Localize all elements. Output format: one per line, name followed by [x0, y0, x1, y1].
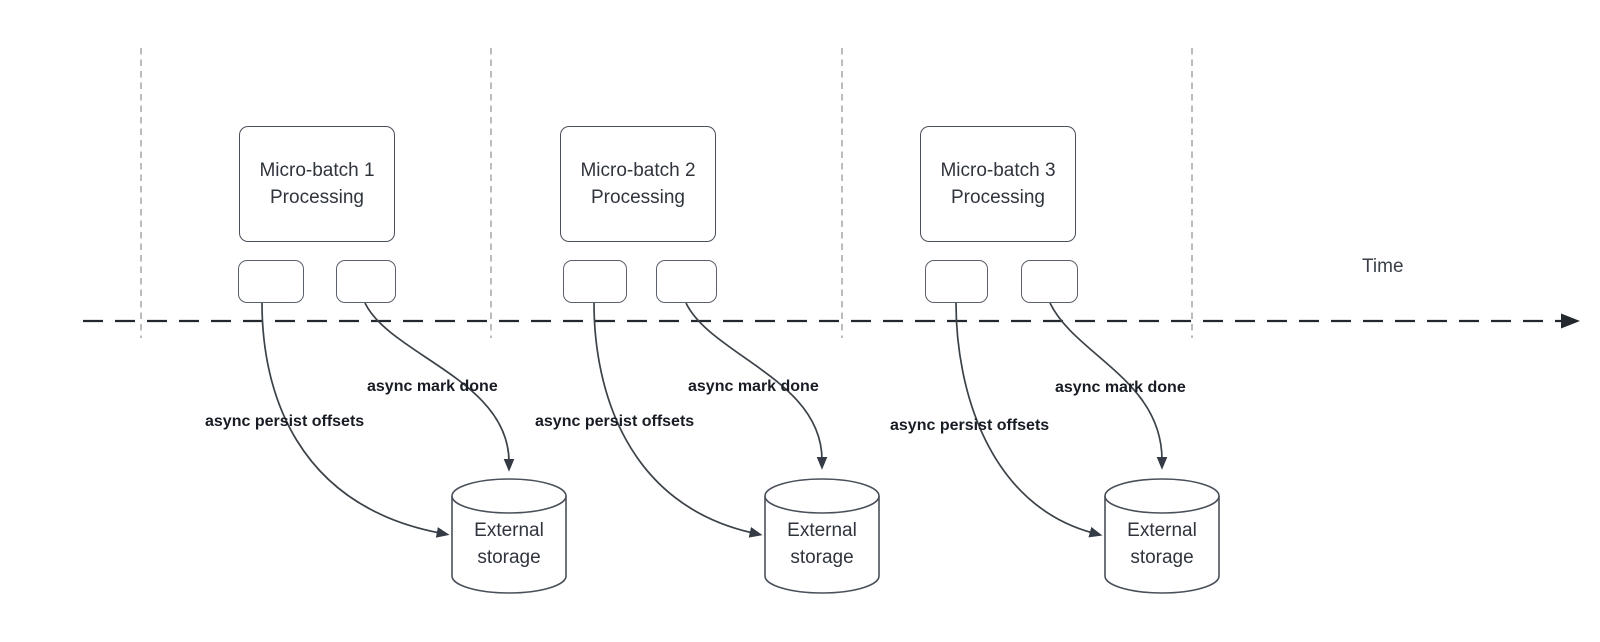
external-storage-cylinder-3 — [1104, 478, 1220, 594]
mark-done-arrow-1 — [364, 302, 515, 472]
external-storage-2-line1: External — [787, 520, 857, 541]
micro-batch-1-title-line1: Micro-batch 1 — [259, 160, 375, 181]
persist-task-box-1 — [238, 260, 304, 303]
time-axis-label: Time — [1362, 256, 1404, 277]
mark-done-arrow-3 — [1049, 302, 1168, 470]
external-storage-3-line2: storage — [1130, 547, 1194, 568]
persist-offsets-label-2: async persist offsets — [535, 413, 695, 430]
persist-task-box-2 — [563, 260, 627, 303]
mark-done-label-1: async mark done — [367, 378, 498, 395]
external-storage-1-line2: storage — [477, 547, 541, 568]
external-storage-cylinder-1 — [451, 478, 567, 594]
external-storage-3-line1: External — [1127, 520, 1197, 541]
external-storage-label-2: External storage — [762, 517, 882, 571]
mark-done-arrow-2 — [685, 302, 828, 470]
persist-offsets-label-3: async persist offsets — [890, 417, 1050, 434]
storage-cylinders — [451, 478, 1220, 594]
flow-arrows — [261, 302, 1168, 538]
mark-done-task-box-1 — [336, 260, 396, 303]
micro-batch-2-title-line2: Processing — [591, 187, 685, 208]
persist-offsets-arrow-2 — [593, 302, 763, 538]
mark-done-label-3: async mark done — [1055, 379, 1186, 396]
external-storage-1-line1: External — [474, 520, 544, 541]
micro-batch-3-title-line2: Processing — [951, 187, 1045, 208]
mark-done-task-box-3 — [1021, 260, 1078, 303]
mark-done-task-box-2 — [656, 260, 717, 303]
micro-batch-3-title-line1: Micro-batch 3 — [940, 160, 1056, 181]
persist-offsets-label-1: async persist offsets — [205, 413, 365, 430]
persist-offsets-arrow-1 — [261, 302, 450, 538]
external-storage-label-1: External storage — [449, 517, 569, 571]
micro-batch-2-box: Micro-batch 2 Processing — [560, 126, 716, 242]
micro-batch-1-box: Micro-batch 1 Processing — [239, 126, 395, 242]
external-storage-2-line2: storage — [790, 547, 854, 568]
mark-done-label-2: async mark done — [688, 378, 819, 395]
micro-batch-2-title-line1: Micro-batch 2 — [580, 160, 696, 181]
timeline-axis — [83, 313, 1580, 329]
persist-offsets-arrow-3 — [955, 302, 1103, 538]
micro-batch-3-box: Micro-batch 3 Processing — [920, 126, 1076, 242]
vertical-guides — [140, 48, 1193, 338]
external-storage-cylinder-2 — [764, 478, 880, 594]
persist-task-box-3 — [925, 260, 988, 303]
timeline-arrowhead-icon — [1561, 313, 1580, 329]
external-storage-label-3: External storage — [1102, 517, 1222, 571]
micro-batch-1-title-line2: Processing — [270, 187, 364, 208]
